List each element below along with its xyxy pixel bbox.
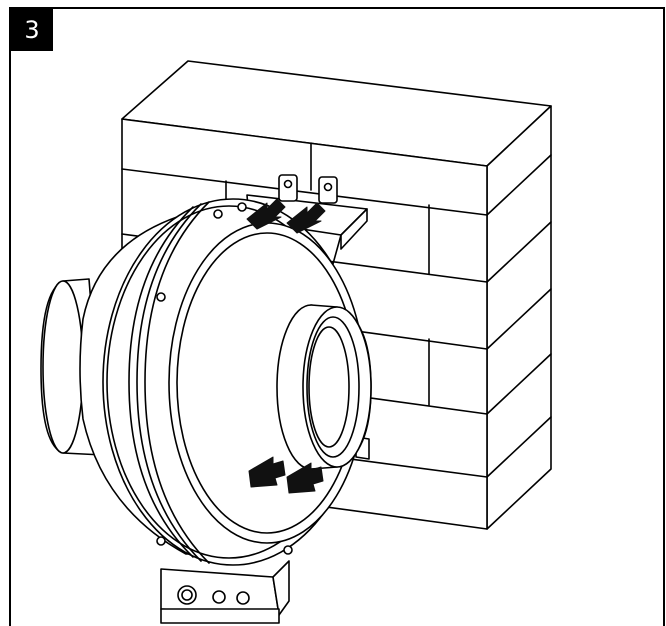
step-number-badge: 3 [11, 9, 53, 51]
inline-duct-fan-icon [40, 198, 372, 624]
direction-arrow-icon [246, 198, 326, 494]
mounting-illustration [40, 60, 552, 624]
instruction-panel: 3 [9, 7, 665, 626]
